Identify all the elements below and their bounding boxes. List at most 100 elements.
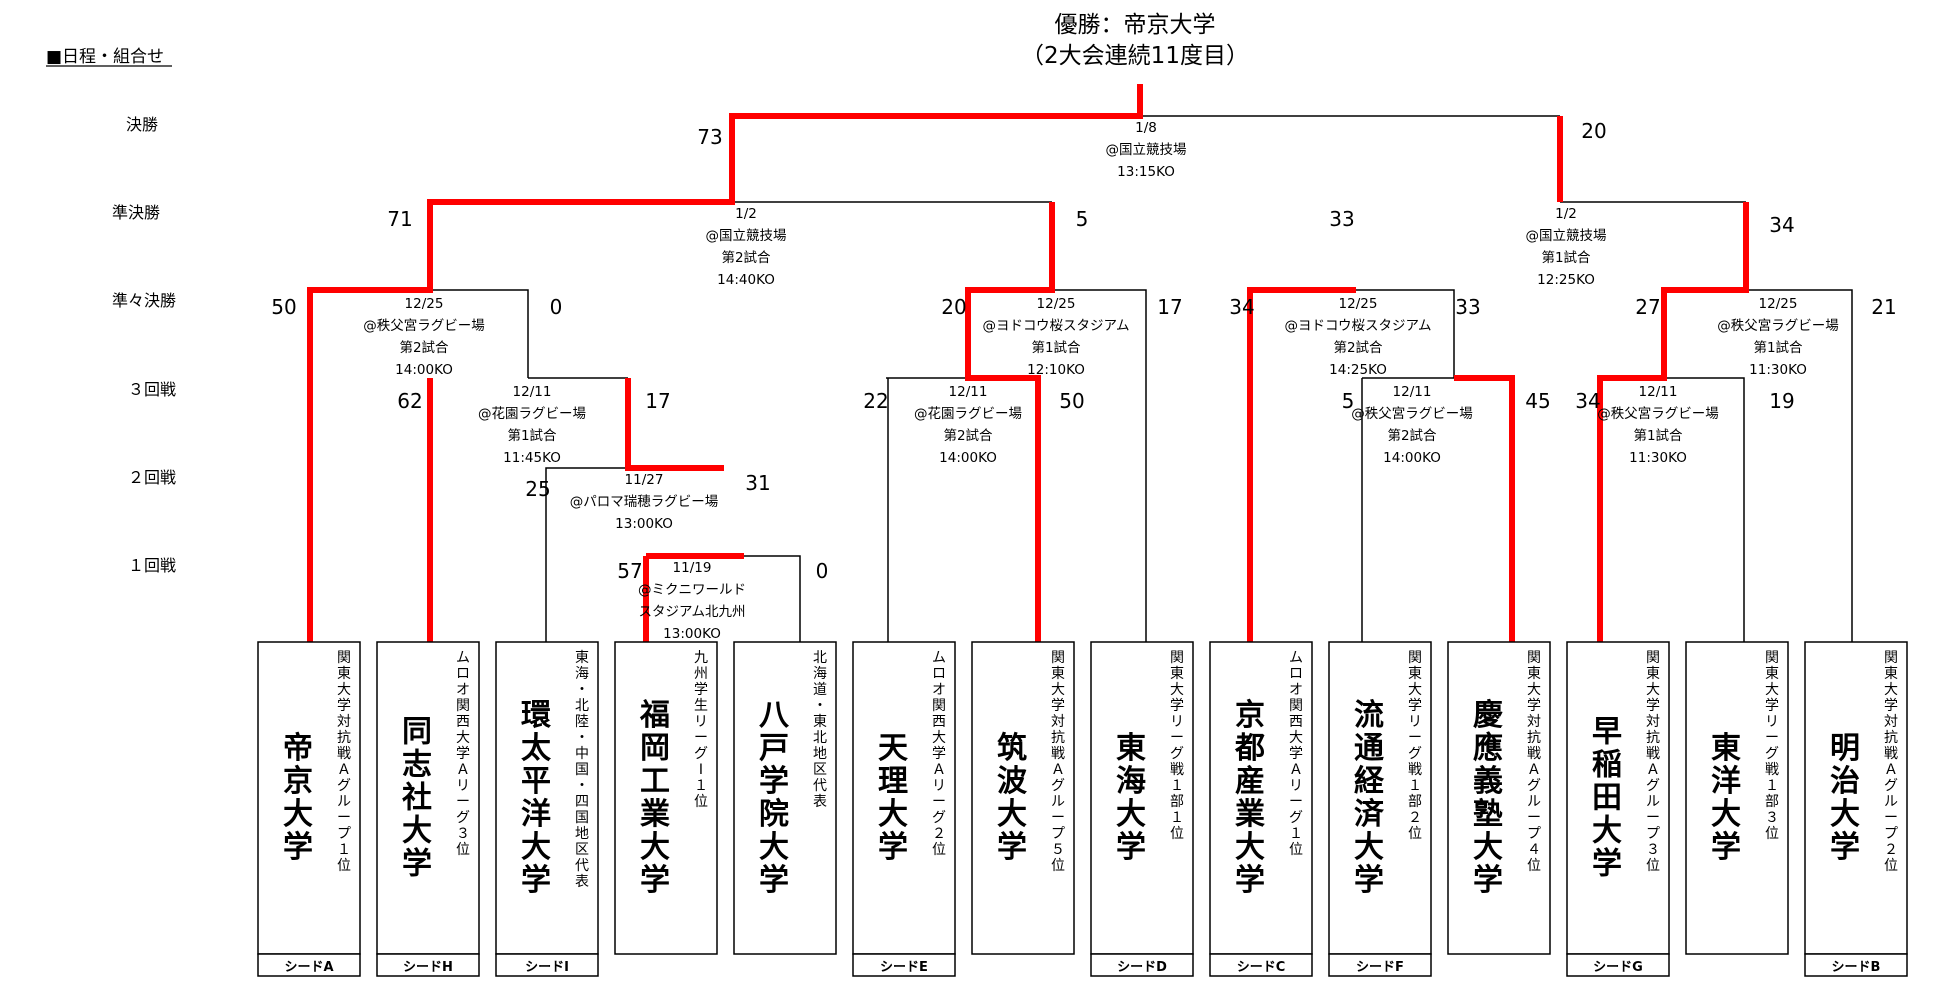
team-qualification-char: 戦	[1527, 746, 1541, 762]
score-left: 5	[1342, 389, 1355, 413]
match-venue: @花園ラグビー場	[914, 406, 1022, 422]
team-qualification-char: Ａ	[932, 762, 946, 778]
team-qualification-char: 学	[1408, 698, 1422, 714]
round-label-round1: １回戦	[128, 556, 176, 575]
team-qualification-char: プ	[1527, 826, 1541, 842]
team-box-frame	[733, 641, 837, 955]
team-name-char: 院	[759, 797, 789, 832]
team-name-char: 義	[1473, 764, 1503, 799]
team-qualification-char: 大	[1408, 682, 1422, 698]
score-right: 34	[1769, 213, 1794, 237]
seed-label: シードC	[1237, 960, 1286, 975]
team-qualification-char: 位	[1289, 842, 1303, 858]
seed-label: シードF	[1356, 960, 1404, 975]
team-name: 帝京大学	[283, 731, 313, 865]
team-qualification-char: 表	[813, 794, 827, 810]
team-qualification-char: 関	[337, 650, 351, 666]
team-qualification-char: 区	[813, 762, 827, 778]
match-game: 第2試合	[943, 427, 993, 444]
score-right: 21	[1871, 295, 1896, 319]
team-name-char: 戸	[759, 731, 789, 766]
team-qualification-char: ー	[1527, 810, 1541, 826]
team-qualification-char: ー	[1646, 810, 1660, 826]
score-right: 19	[1769, 389, 1794, 413]
team-qualification-char: ロ	[932, 666, 946, 682]
team-name-char: 学	[759, 764, 789, 799]
team-qualification-char: 九	[694, 650, 708, 666]
team-qualification-char: 地	[575, 826, 589, 842]
team-name-char: 大	[1711, 797, 1741, 832]
score-left: 34	[1575, 389, 1600, 413]
score-right: 33	[1455, 295, 1480, 319]
team-qualification-char: 戦	[1408, 762, 1422, 778]
score-left: 50	[271, 295, 296, 319]
team-qualification-char: 中	[575, 746, 589, 762]
score-right: 0	[550, 295, 563, 319]
team-qualification-char: 位	[1765, 826, 1779, 842]
team-name-char: 京	[1235, 698, 1265, 733]
team-qualification-char: プ	[1884, 826, 1898, 842]
team-name-char: 明	[1830, 731, 1860, 766]
team-qualification-char: 四	[575, 794, 589, 810]
team-qualification-char: 大	[1765, 682, 1779, 698]
match-time: 11:30KO	[1629, 450, 1687, 466]
team-qualification-char: 代	[813, 778, 827, 794]
team-name-char: 大	[1830, 797, 1860, 832]
winner-line-waseda	[1597, 202, 1749, 642]
team-qualification-char: 西	[456, 714, 470, 730]
seed-label: シードI	[525, 960, 569, 975]
seed-frame	[1090, 953, 1194, 977]
seed-label: シードA	[284, 960, 333, 975]
team-name-char: 学	[1830, 830, 1860, 865]
team-name-char: 学	[402, 847, 432, 882]
team-qualification-char: ロ	[1289, 666, 1303, 682]
match-date: 12/25	[405, 296, 444, 312]
team-qualification-char: 大	[1051, 682, 1065, 698]
team-qualification-char: 大	[1527, 682, 1541, 698]
team-qualification-char: 位	[1408, 826, 1422, 842]
team-qualification-char: グ	[1408, 746, 1422, 762]
team-qualification-char: 部	[1408, 794, 1422, 810]
team-qualification-char: 抗	[1051, 730, 1065, 746]
team-name-char: 筑	[997, 731, 1027, 766]
team-qualification-char: 学	[1646, 698, 1660, 714]
team-name-char: 学	[1354, 863, 1384, 898]
team-qualification-char: グ	[337, 778, 351, 794]
team-box-frame	[1804, 641, 1908, 955]
match-venue: @秩父宮ラグビー場	[1351, 406, 1473, 422]
team-qualification-char: ２	[1408, 810, 1422, 826]
champion-title: 優勝：帝京大学	[1055, 12, 1216, 38]
team-qualification-char: Ａ	[456, 762, 470, 778]
seed-frame	[1804, 953, 1908, 977]
team-qualification-char: 陸	[575, 714, 589, 730]
team-qualification-char: 対	[1527, 714, 1541, 730]
team-box-frame	[257, 641, 361, 955]
match-time: 12:25KO	[1537, 272, 1595, 288]
team-qualification-char: Ａ	[1646, 762, 1660, 778]
team-name-char: 帝	[283, 731, 313, 766]
match-date: 12/11	[513, 384, 552, 400]
match-time: 13:00KO	[663, 626, 721, 642]
team-qualification-char: プ	[1646, 826, 1660, 842]
team-qualification-char: 関	[1408, 650, 1422, 666]
team-qualification-char: 東	[813, 714, 827, 730]
winner-line-r2	[625, 378, 724, 471]
team-name-char: 福	[639, 698, 670, 733]
team-qualification-char: 抗	[1646, 730, 1660, 746]
team-name-char: 学	[1116, 830, 1146, 865]
team-name-char: 学	[1711, 830, 1741, 865]
team-name-char: 東	[1116, 731, 1146, 766]
score-right: 17	[1157, 295, 1182, 319]
score-right: 17	[645, 389, 670, 413]
